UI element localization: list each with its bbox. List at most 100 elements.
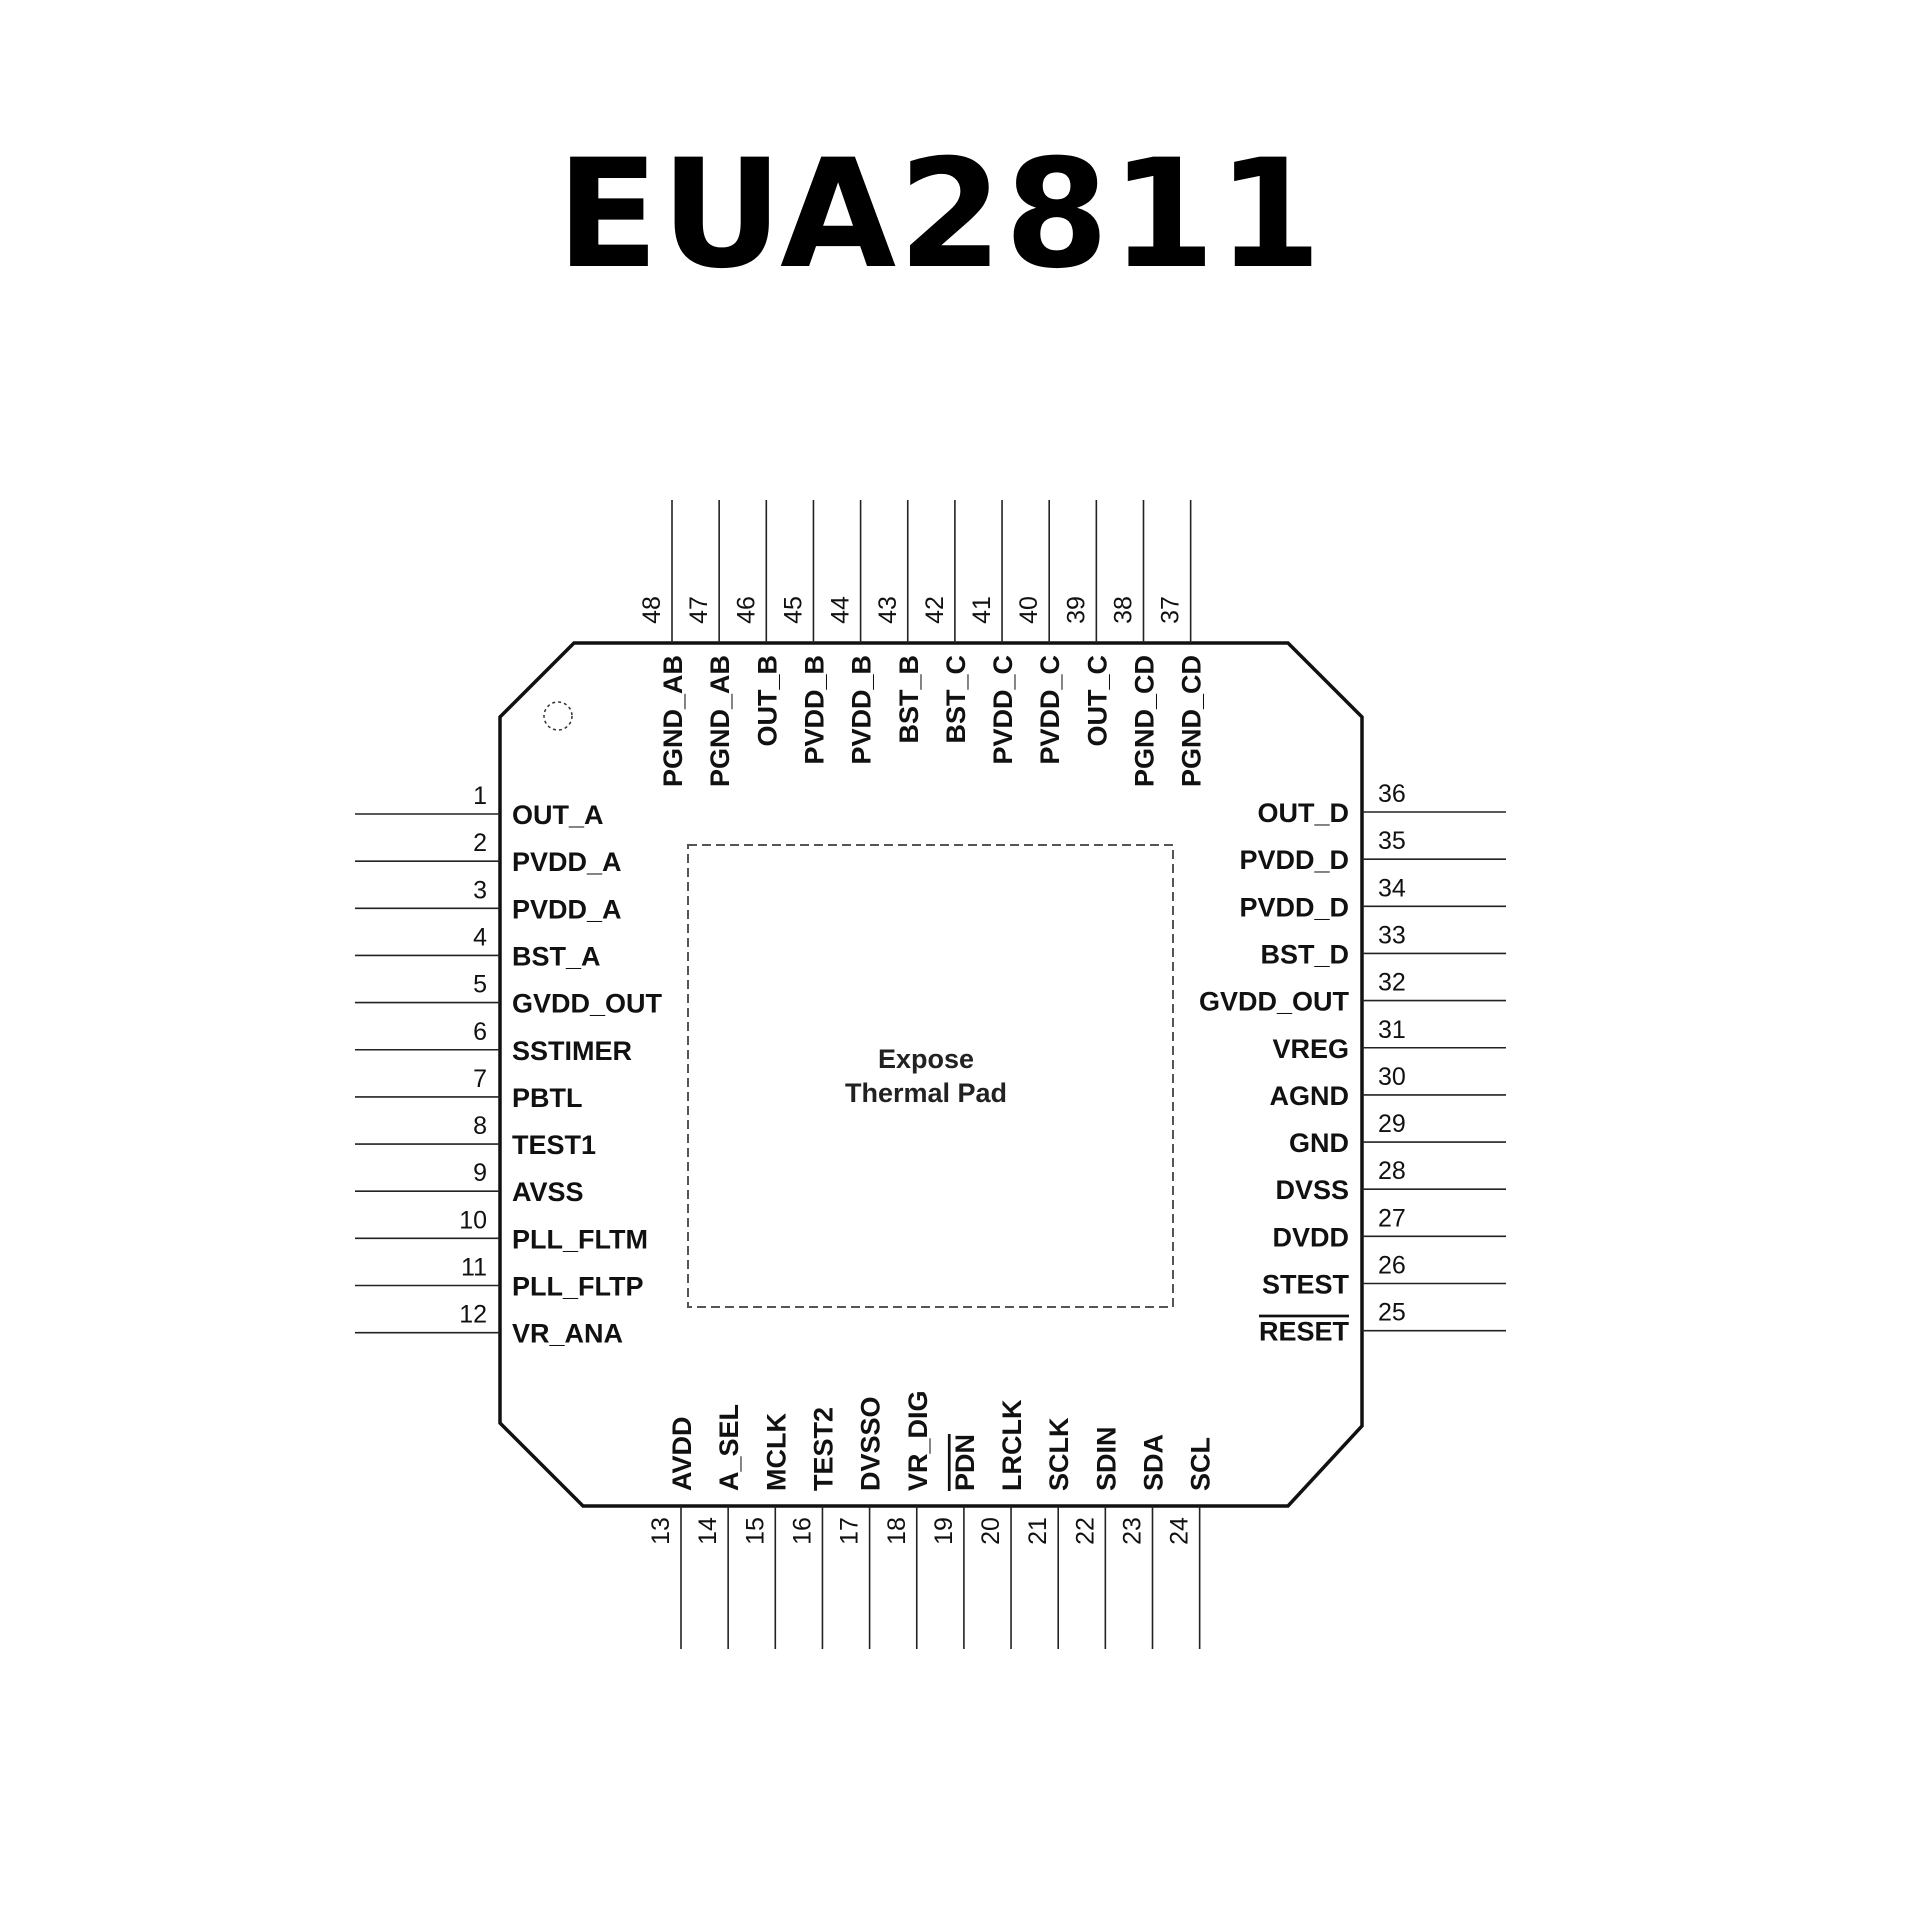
pin-number: 39 — [1062, 596, 1090, 624]
pin-number: 3 — [473, 876, 487, 904]
pin-label: OUT_D — [1257, 798, 1349, 828]
pin-label: DVSS — [1275, 1175, 1349, 1205]
pin-number: 36 — [1378, 780, 1406, 808]
pin-label: SCL — [1186, 1437, 1216, 1491]
pin-label: PVDD_A — [512, 847, 622, 877]
pin-label: AGND — [1270, 1081, 1350, 1111]
pin-number: 1 — [473, 782, 487, 810]
pin-label: SDA — [1139, 1434, 1169, 1491]
pin-label: PBTL — [512, 1083, 583, 1113]
pin-label: TEST2 — [808, 1407, 838, 1491]
pin-label: AVDD — [667, 1416, 697, 1491]
pin-label: RESET — [1259, 1317, 1350, 1347]
pin-number: 28 — [1378, 1157, 1406, 1185]
pin-number: 48 — [638, 596, 666, 624]
pin-number: 35 — [1378, 827, 1406, 855]
pin-number: 37 — [1157, 596, 1185, 624]
pin-number: 21 — [1024, 1517, 1052, 1545]
pin-label: MCLK — [761, 1413, 791, 1491]
pin-number: 22 — [1071, 1517, 1099, 1545]
pin-number: 9 — [473, 1159, 487, 1187]
pin-label: PVDD_B — [847, 655, 877, 765]
pin-label: DVDD — [1272, 1222, 1349, 1252]
pin-number: 12 — [459, 1301, 487, 1329]
pin-label: STEST — [1262, 1270, 1350, 1300]
pin-number: 27 — [1378, 1204, 1406, 1232]
pin-number: 5 — [473, 971, 487, 999]
pin-label: VR_DIG — [903, 1390, 933, 1491]
pin-number: 34 — [1378, 874, 1406, 902]
pin-number: 13 — [647, 1517, 675, 1545]
pin-label: BST_C — [941, 655, 971, 744]
pin-number: 47 — [685, 596, 713, 624]
pin-label: GVDD_OUT — [512, 989, 663, 1019]
pin-label: PGND_CD — [1177, 655, 1207, 787]
pin-label: TEST1 — [512, 1130, 596, 1160]
pin-label: PVDD_B — [799, 655, 829, 765]
pins-group: 1OUT_A2PVDD_A3PVDD_A4BST_A5GVDD_OUT6SSTI… — [355, 500, 1506, 1649]
pin-number: 14 — [694, 1517, 722, 1545]
pin-number: 43 — [874, 596, 902, 624]
pin-label: PGND_AB — [705, 655, 735, 787]
chip-title: EUA2811 — [556, 128, 1324, 302]
pin-label: PGND_CD — [1130, 655, 1160, 787]
pin-label: SDIN — [1091, 1426, 1121, 1491]
pin-label: SCLK — [1044, 1417, 1074, 1491]
pin-label: GVDD_OUT — [1199, 987, 1350, 1017]
pin-number: 4 — [473, 923, 487, 951]
pin-label: PVDD_D — [1239, 845, 1349, 875]
pin-number: 10 — [459, 1206, 487, 1234]
pin-label: VREG — [1272, 1034, 1349, 1064]
pin-number: 33 — [1378, 921, 1406, 949]
pin-number: 31 — [1378, 1016, 1406, 1044]
pin-label: PVDD_A — [512, 894, 622, 924]
pin-number: 45 — [779, 596, 807, 624]
pin-number: 46 — [732, 596, 760, 624]
pin-label: PVDD_C — [1035, 655, 1065, 765]
pin-number: 42 — [921, 596, 949, 624]
pin-number: 32 — [1378, 969, 1406, 997]
thermal-pad — [687, 844, 1174, 1308]
pin-label: PVDD_C — [988, 655, 1018, 765]
pin-number: 25 — [1378, 1299, 1406, 1327]
pin-number: 15 — [741, 1517, 769, 1545]
pin-number: 44 — [827, 596, 855, 624]
pin-label: AVSS — [512, 1177, 584, 1207]
pin-number: 17 — [836, 1517, 864, 1545]
thermal-pad-label-line2: Thermal Pad — [845, 1078, 1007, 1108]
pin-label: BST_D — [1260, 939, 1349, 969]
pin-number: 24 — [1166, 1517, 1194, 1545]
pin-label: OUT_B — [752, 655, 782, 747]
pin-label: OUT_A — [512, 800, 604, 830]
pin-number: 16 — [788, 1517, 816, 1545]
pin-label: VR_ANA — [512, 1319, 623, 1349]
pin-label: LRCLK — [997, 1399, 1027, 1491]
pin-label: PVDD_D — [1239, 892, 1349, 922]
pin-number: 40 — [1015, 596, 1043, 624]
pin-number: 7 — [473, 1065, 487, 1093]
pin1-marker — [543, 701, 573, 731]
pin-number: 8 — [473, 1112, 487, 1140]
pin-label: DVSSO — [856, 1396, 886, 1491]
pin-number: 2 — [473, 829, 487, 857]
pin-label: SSTIMER — [512, 1036, 632, 1066]
pin-label: OUT_C — [1082, 655, 1112, 747]
pin-number: 29 — [1378, 1110, 1406, 1138]
pin-number: 23 — [1119, 1517, 1147, 1545]
pin-number: 20 — [977, 1517, 1005, 1545]
pin-label: PLL_FLTP — [512, 1272, 644, 1302]
chip-body — [498, 641, 1364, 1508]
pin-label: A_SEL — [714, 1404, 744, 1491]
pin-number: 30 — [1378, 1063, 1406, 1091]
pin-number: 26 — [1378, 1252, 1406, 1280]
pin-label: PGND_AB — [658, 655, 688, 787]
pin-number: 6 — [473, 1018, 487, 1046]
pin-number: 41 — [968, 596, 996, 624]
pin-label: BST_A — [512, 941, 601, 971]
pin-number: 11 — [461, 1254, 487, 1282]
pin-number: 18 — [883, 1517, 911, 1545]
pin-label: GND — [1289, 1128, 1349, 1158]
pin-label: PLL_FLTM — [512, 1224, 648, 1254]
pin-number: 38 — [1110, 596, 1138, 624]
pin-label: BST_B — [894, 655, 924, 744]
